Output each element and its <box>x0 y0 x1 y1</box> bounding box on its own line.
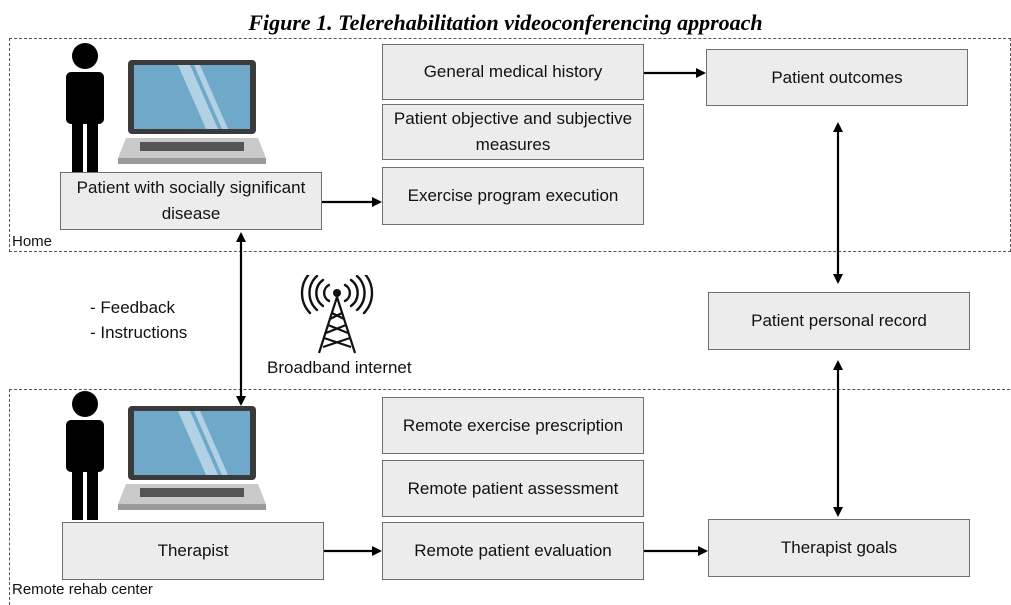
therapist-goals-box: Therapist goals <box>708 519 970 577</box>
broadband-internet-label: Broadband internet <box>267 358 412 377</box>
patient-outcomes-box: Patient outcomes <box>706 49 968 106</box>
patient-personal-record-box: Patient personal record <box>708 292 970 350</box>
patient-laptop-icon <box>118 60 266 164</box>
therapist-laptop-icon <box>118 406 266 510</box>
remote-rehab-zone <box>9 389 1010 605</box>
patient-box: Patient with socially significant diseas… <box>60 172 322 230</box>
instructions-label: - Instructions <box>90 323 188 342</box>
figure-title: Figure 1. Telerehabilitation videoconfer… <box>248 10 763 35</box>
therapist-box: Therapist <box>62 522 324 580</box>
antenna-tower-icon <box>300 275 374 354</box>
remote-patient-evaluation-box: Remote patient evaluation <box>382 522 644 580</box>
remote-zone-label: Remote rehab center <box>12 581 153 598</box>
objective-subjective-measures-box: Patient objective and subjective measure… <box>382 104 644 160</box>
general-medical-history-box: General medical history <box>382 44 644 100</box>
remote-patient-assessment-box: Remote patient assessment <box>382 460 644 517</box>
therapist-person-icon <box>66 391 104 520</box>
remote-exercise-prescription-box: Remote exercise prescription <box>382 397 644 454</box>
exercise-program-execution-box: Exercise program execution <box>382 167 644 225</box>
home-zone-label: Home <box>12 233 53 250</box>
patient-person-icon <box>66 43 104 172</box>
feedback-label: - Feedback <box>90 298 176 317</box>
